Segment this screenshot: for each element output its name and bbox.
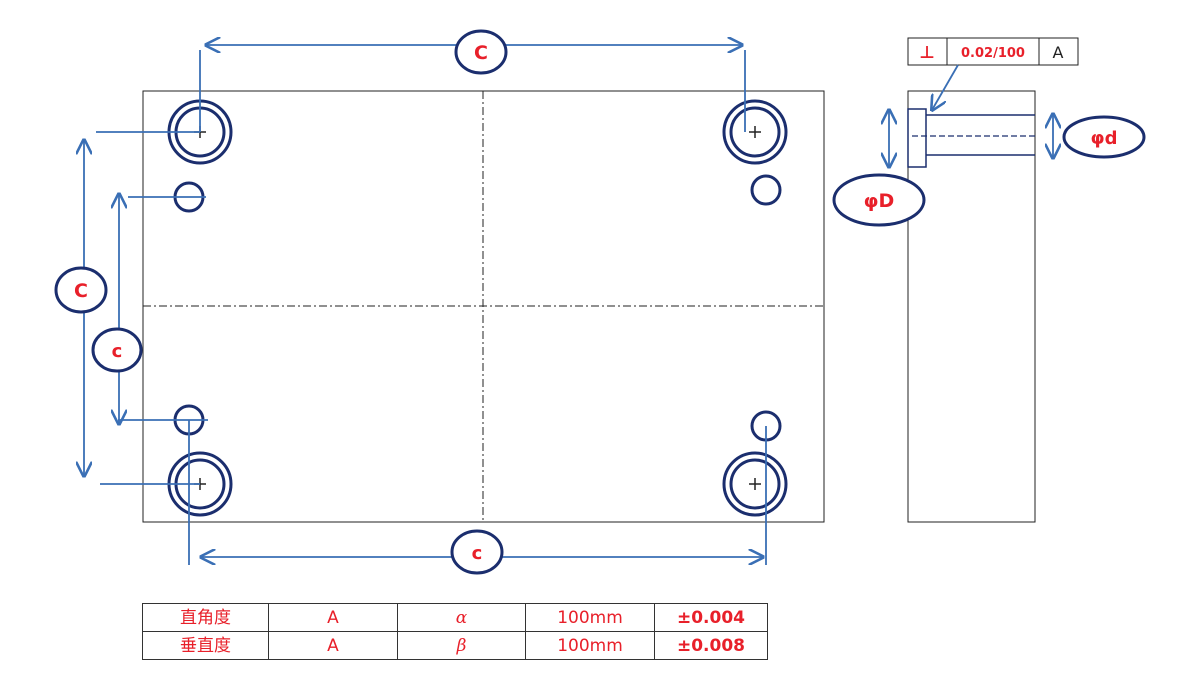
cell-property: 垂直度 xyxy=(142,631,269,660)
counterbore-hole-top-right xyxy=(722,99,788,165)
svg-text:φD: φD xyxy=(864,190,895,212)
perpendicularity-symbol: ⊥ xyxy=(919,43,935,63)
tolerance-frame: ⊥ 0.02/100 A xyxy=(907,37,1079,66)
label-left-inner-height: c xyxy=(91,327,143,373)
leader-arrow xyxy=(932,64,959,110)
side-view-counterbore xyxy=(907,108,927,168)
frame-tolerance-value: 0.02/100 xyxy=(961,46,1025,61)
label-left-height: C xyxy=(54,266,108,314)
label-side-large-diameter: φD xyxy=(832,173,926,227)
frame-datum: A xyxy=(1053,43,1064,62)
cell-tolerance: ±0.008 xyxy=(654,631,768,660)
cell-tolerance: ±0.004 xyxy=(654,603,768,632)
table-row: 直角度 A α 100mm ±0.004 xyxy=(142,603,768,632)
svg-text:φd: φd xyxy=(1091,128,1118,149)
label-side-small-diameter: φd xyxy=(1062,115,1146,159)
svg-text:C: C xyxy=(74,280,88,302)
cell-symbol: β xyxy=(397,631,526,660)
cell-datum: A xyxy=(268,631,398,660)
counterbore-hole-bottom-right xyxy=(722,451,788,517)
table-row: 垂直度 A β 100mm ±0.008 xyxy=(142,631,768,660)
pin-hole-right-upper xyxy=(750,174,782,206)
cell-length: 100mm xyxy=(525,631,655,660)
dimension-lines xyxy=(84,45,763,557)
side-view-outline xyxy=(907,90,1036,523)
label-top-width: C xyxy=(454,29,508,75)
extension-lines xyxy=(96,50,767,565)
cell-symbol: α xyxy=(397,603,526,632)
tolerance-table: 直角度 A α 100mm ±0.004 垂直度 A β 100mm ±0.00… xyxy=(142,603,768,660)
svg-text:c: c xyxy=(112,341,123,362)
cell-datum: A xyxy=(268,603,398,632)
label-bottom-width: c xyxy=(450,529,504,575)
svg-text:c: c xyxy=(472,543,483,564)
svg-text:C: C xyxy=(474,42,488,64)
cell-property: 直角度 xyxy=(142,603,269,632)
cell-length: 100mm xyxy=(525,603,655,632)
